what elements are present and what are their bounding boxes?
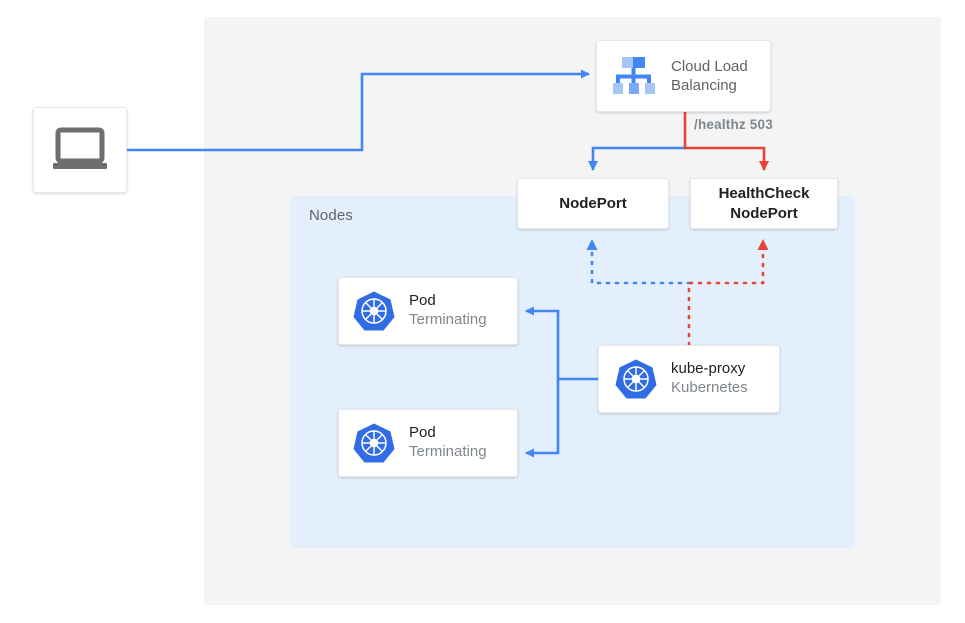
healthcheck-nodeport-card: HealthCheck NodePort (690, 178, 838, 229)
load-balancer-title-line-2: Balancing (671, 77, 737, 94)
healthcheck-nodeport-label-line-2: NodePort (730, 204, 798, 222)
pod-status-2: Terminating (409, 443, 487, 460)
cloud-load-balancing-icon (613, 57, 655, 94)
load-balancer-title-line-1: Cloud Load (671, 57, 748, 75)
pod-card-1: Pod Terminating (338, 277, 518, 345)
nodeport-label: NodePort (559, 194, 627, 212)
pod-card-2: Pod Terminating (338, 409, 518, 477)
pod-status-1: Terminating (409, 311, 487, 328)
client-device-card (33, 107, 127, 193)
laptop-icon (53, 127, 107, 169)
kubernetes-icon (615, 359, 657, 399)
kubernetes-icon (353, 291, 395, 331)
nodes-panel-label: Nodes (309, 207, 353, 224)
kubernetes-icon (353, 423, 395, 463)
healthz-status-label: /healthz 503 (694, 117, 773, 132)
kube-proxy-name: kube-proxy (671, 360, 746, 378)
pod-name-2: Pod (409, 424, 436, 442)
cloud-load-balancing-card: Cloud Load Balancing (596, 40, 771, 112)
kube-proxy-card: kube-proxy Kubernetes (598, 345, 780, 413)
kube-proxy-subtitle: Kubernetes (671, 379, 748, 396)
pod-name-1: Pod (409, 292, 436, 310)
nodeport-card: NodePort (517, 178, 669, 229)
healthcheck-nodeport-label-line-1: HealthCheck (718, 185, 810, 202)
